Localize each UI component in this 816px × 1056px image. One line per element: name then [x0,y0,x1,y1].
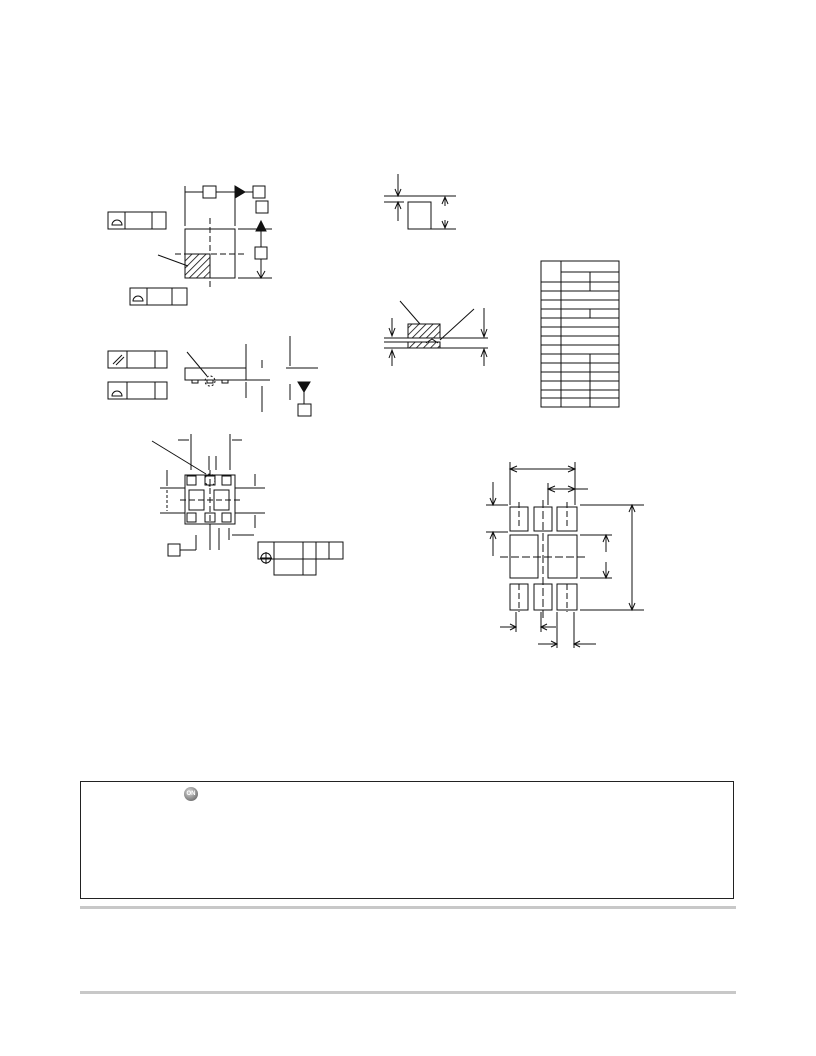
top-view [107,185,272,306]
on-semiconductor-logo-icon[interactable]: ON [184,787,198,801]
document-footer-box [80,781,734,899]
page-divider-top [80,906,736,909]
detail-b [384,300,488,366]
datum-box-e [254,246,268,260]
profile-frame-side [107,381,168,400]
parallelism-frame [107,350,168,369]
position-tolerance-frame [257,541,344,576]
pin1-reference-hatch [184,253,211,279]
detail-a [384,174,456,230]
datum-box-a [252,185,266,199]
datum-box-f [167,543,181,557]
recommended-footprint [486,462,644,648]
page-divider-bottom [80,991,736,994]
bottom-view [151,434,344,576]
dimension-table [540,260,620,408]
datum-box-c [297,403,312,417]
tolerance-frame-bottom [129,287,188,306]
tolerance-frame-top [107,211,167,230]
datum-box-b [255,200,269,214]
side-view [107,336,318,417]
datum-box-d [202,185,217,199]
